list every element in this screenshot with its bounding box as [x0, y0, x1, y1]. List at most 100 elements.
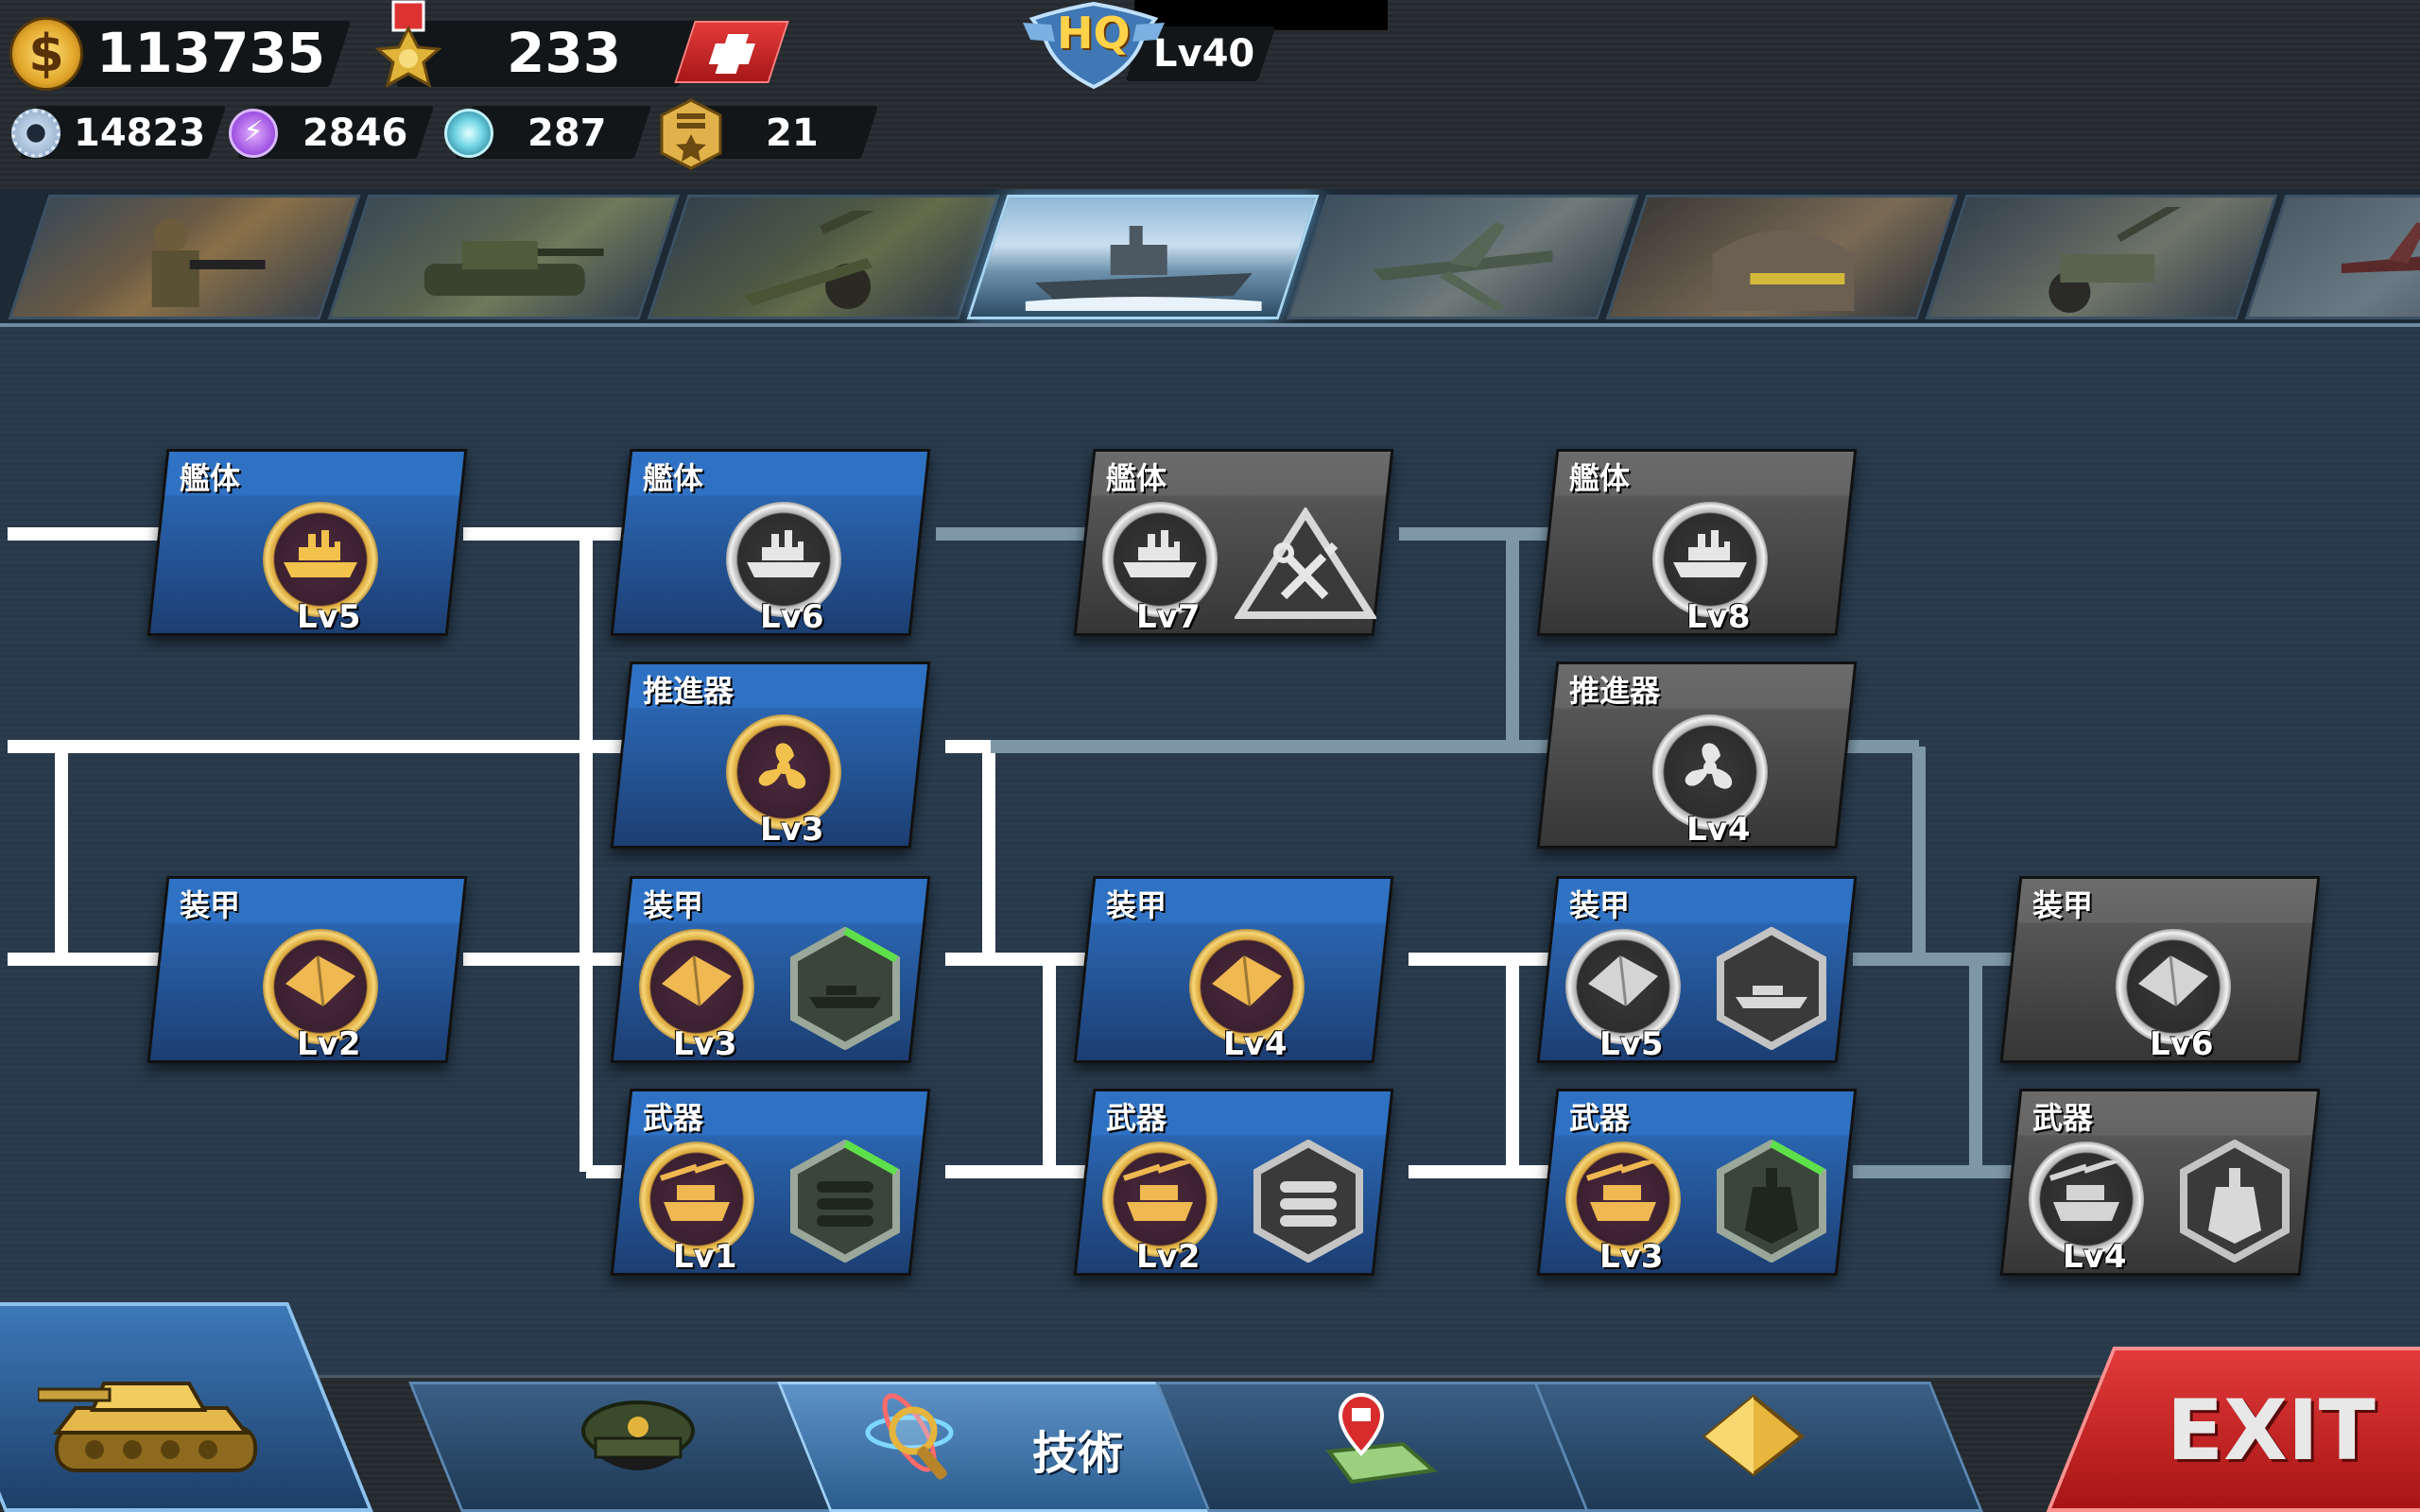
torpedo-unlock-hex-icon: [790, 1140, 900, 1263]
node-label: 武器: [1569, 1100, 1631, 1136]
hq-shield-icon[interactable]: [1023, 0, 1165, 91]
hq-level-bar: [1134, 0, 1388, 30]
bomber-plane-icon: [2341, 222, 2420, 273]
node-level: Lv3: [760, 811, 824, 849]
node-level: Lv3: [673, 1025, 737, 1063]
atoms-amount: 287: [527, 112, 607, 155]
propeller-medal-icon: [1652, 714, 1768, 830]
rank-badge-icon: [660, 98, 722, 170]
officer-cap-icon: [581, 1400, 695, 1470]
gold-coin-icon: $: [9, 17, 83, 91]
hull-medal-icon: [1652, 502, 1768, 617]
node-level: Lv2: [297, 1025, 361, 1063]
hq-badge-text: HQ: [1057, 8, 1131, 59]
atom-magnifier-icon: [865, 1393, 954, 1480]
fighter-plane-icon: [1373, 222, 1553, 311]
gears-amount: 14823: [74, 112, 206, 155]
weapon-medal-icon: [2029, 1142, 2144, 1257]
tech-tab-label: 技術: [1032, 1427, 1124, 1480]
node-label: 装甲: [180, 887, 241, 923]
torpedo-unlock-hex-icon: [1253, 1140, 1363, 1263]
medal-icon: [374, 0, 442, 88]
node-level: Lv6: [760, 598, 824, 636]
tech-node-propulsion-lv4[interactable]: 推進器 Lv4: [1536, 662, 1858, 849]
tab-tank[interactable]: [327, 195, 681, 319]
ship-unlock-hex-icon: [790, 927, 900, 1050]
node-label: 武器: [1106, 1100, 1167, 1136]
armor-medal-icon: [1565, 929, 1681, 1044]
tab-anti-air[interactable]: [1925, 195, 2278, 319]
tech-node-hull-lv8[interactable]: 艦体 Lv8: [1536, 449, 1858, 636]
node-level: Lv4: [1223, 1025, 1288, 1063]
node-level: Lv1: [673, 1238, 737, 1276]
battleship-icon: [1025, 226, 1262, 311]
hull-medal-icon: [1102, 502, 1218, 617]
tech-node-weapon-lv1[interactable]: 武器 Lv1: [610, 1089, 931, 1276]
armor-medal-icon: [639, 929, 754, 1044]
tech-node-armor-lv2[interactable]: 装甲 Lv2: [147, 876, 468, 1063]
tab-aircraft[interactable]: [1286, 195, 1639, 319]
tab-infantry[interactable]: [8, 195, 361, 319]
node-label: 装甲: [1569, 887, 1631, 923]
medal-amount: 233: [507, 21, 622, 85]
artillery-icon: [744, 211, 901, 309]
energy-amount: 2846: [302, 112, 408, 155]
lightning-icon: ⚡: [229, 109, 278, 158]
tech-node-weapon-lv4[interactable]: 武器 Lv4: [1999, 1089, 2321, 1276]
tech-node-armor-lv4[interactable]: 装甲 Lv4: [1073, 876, 1394, 1063]
node-level: Lv2: [1136, 1238, 1201, 1276]
node-level: Lv6: [2150, 1025, 2214, 1063]
node-label: 艦体: [180, 460, 241, 496]
atom-icon: [444, 109, 493, 158]
tab-navy[interactable]: [966, 195, 1320, 319]
hull-medal-icon: [726, 502, 841, 617]
armor-medal-icon: [263, 929, 378, 1044]
top-resource-bar: $ 113735 233 14823 ⚡ 2846 287 21 HQ Lv40: [0, 0, 2420, 189]
tab-bunker[interactable]: [1605, 195, 1959, 319]
exit-button-label: EXIT: [2167, 1382, 2376, 1479]
node-label: 装甲: [643, 887, 704, 923]
tech-node-armor-lv3[interactable]: 装甲 Lv3: [610, 876, 931, 1063]
node-level: Lv7: [1136, 598, 1201, 636]
tab-artillery[interactable]: [647, 195, 1000, 319]
node-label: 武器: [2032, 1100, 2094, 1136]
node-label: 艦体: [643, 460, 704, 496]
node-level: Lv8: [1686, 598, 1751, 636]
gold-pyramid-icon: [1702, 1394, 1806, 1477]
tech-node-propulsion-lv3[interactable]: 推進器 Lv3: [610, 662, 931, 849]
node-label: 推進器: [1569, 673, 1661, 709]
propeller-medal-icon: [726, 714, 841, 830]
under-construction-icon: [1235, 507, 1376, 619]
badges-amount: 21: [766, 112, 819, 155]
node-level: Lv5: [297, 598, 361, 636]
gear-icon: [11, 109, 60, 158]
anti-air-gun-icon: [2048, 207, 2195, 313]
soldier-icon: [151, 218, 266, 307]
node-label: 装甲: [1106, 887, 1167, 923]
armor-medal-icon: [1189, 929, 1305, 1044]
tech-node-armor-lv5[interactable]: 装甲 Lv5: [1536, 876, 1858, 1063]
warship-unlock-hex-icon: [2180, 1140, 2290, 1263]
tech-node-hull-lv5[interactable]: 艦体 Lv5: [147, 449, 468, 636]
warship-unlock-hex-icon: [1717, 1140, 1826, 1263]
node-label: 装甲: [2032, 887, 2094, 923]
tech-node-weapon-lv2[interactable]: 武器 Lv2: [1073, 1089, 1394, 1276]
tab-technology[interactable]: [777, 1382, 1227, 1512]
tech-node-hull-lv7[interactable]: 艦体 Lv7: [1073, 449, 1394, 636]
node-label: 武器: [643, 1100, 704, 1136]
node-label: 推進器: [643, 673, 735, 709]
armor-medal-icon: [2116, 929, 2231, 1044]
tech-node-armor-lv6[interactable]: 装甲 Lv6: [1999, 876, 2321, 1063]
ship-unlock-hex-icon: [1717, 927, 1826, 1050]
node-level: Lv3: [1599, 1238, 1664, 1276]
node-level: Lv4: [1686, 811, 1751, 849]
tab-bomber[interactable]: [2244, 195, 2420, 319]
tech-node-weapon-lv3[interactable]: 武器 Lv3: [1536, 1089, 1858, 1276]
tech-node-hull-lv6[interactable]: 艦体 Lv6: [610, 449, 931, 636]
map-pin-icon: [1325, 1392, 1437, 1485]
tank-icon: [38, 1382, 257, 1472]
hull-medal-icon: [263, 502, 378, 617]
tank-icon: [424, 241, 604, 296]
weapon-medal-icon: [1102, 1142, 1218, 1257]
